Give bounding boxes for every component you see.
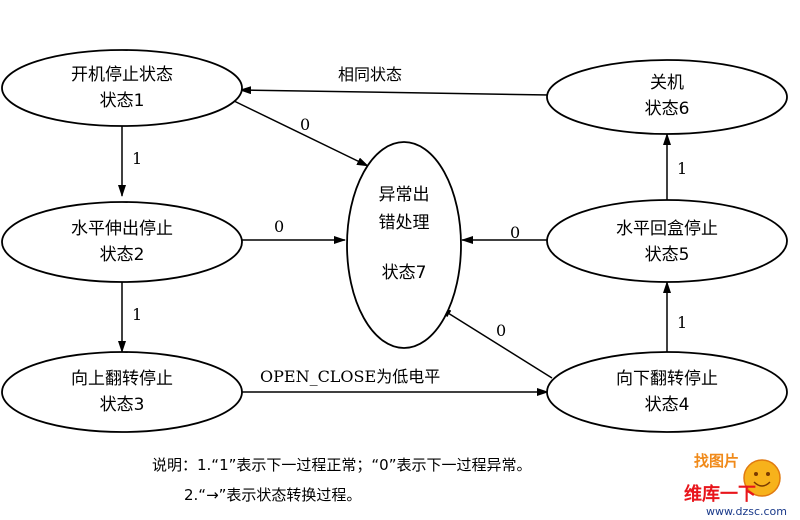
state-node-2-line-1: 水平伸出停止 [71, 219, 173, 239]
watermark-face-icon [743, 459, 781, 497]
state-node-2-line-2: 状态2 [100, 245, 145, 265]
edge-label-s5-s7: 0 [510, 223, 520, 242]
state-node-6-line-2: 状态6 [645, 99, 690, 119]
edge-label-s1-s7: 0 [300, 115, 310, 134]
state-node-4-line-2: 状态4 [645, 395, 690, 415]
edge-label-s2-s7: 0 [274, 217, 284, 236]
state-node-4: 向下翻转停止 状态4 [546, 351, 788, 433]
edge-label-s5-s6: 1 [677, 159, 687, 178]
note-line-1: 说明：1.“1”表示下一过程正常；“0”表示下一过程异常。 [152, 456, 532, 474]
state-node-2: 水平伸出停止 状态2 [1, 201, 243, 283]
watermark-logo-text: 找图片 [694, 452, 739, 470]
edge-label-s6-s1: 相同状态 [338, 65, 402, 84]
watermark-brand: 维库一下 [684, 483, 756, 505]
watermark: 找图片 维库一下 www.dzsc.com [684, 452, 787, 518]
state-node-3-line-1: 向上翻转停止 [71, 369, 173, 389]
state-node-5-line-2: 状态5 [645, 245, 690, 265]
edge-label-s4-s5: 1 [677, 313, 687, 332]
edge-group: 1 1 OPEN_CLOSE为低电平 1 1 相同状态 0 0 0 0 [118, 65, 687, 396]
state-node-6: 关机 状态6 [546, 59, 788, 135]
state-node-3-line-2: 状态3 [100, 395, 145, 415]
state-node-5: 水平回盒停止 状态5 [546, 199, 788, 283]
edge-s1-s7 [231, 99, 369, 167]
note-line-2: 2.“→”表示状态转换过程。 [184, 486, 361, 504]
state-node-7-line-4: 状态7 [382, 263, 427, 283]
watermark-face-smile [753, 481, 771, 487]
state-node-4-line-1: 向下翻转停止 [616, 369, 718, 389]
watermark-face-eye-right [766, 472, 770, 476]
edge-s4-s7 [439, 307, 553, 379]
node-group: 开机停止状态 状态1 水平伸出停止 状态2 向上翻转停止 状态3 向下翻转停止 … [1, 49, 788, 433]
state-node-5-line-1: 水平回盒停止 [616, 219, 718, 239]
state-node-7-line-1: 异常出 [379, 185, 430, 205]
edge-label-s3-s4: OPEN_CLOSE为低电平 [260, 367, 440, 386]
edge-label-s2-s3: 1 [132, 305, 142, 324]
state-node-7-line-2: 错处理 [379, 213, 430, 233]
legend-notes: 说明：1.“1”表示下一过程正常；“0”表示下一过程异常。 2.“→”表示状态转… [152, 456, 532, 504]
state-node-1-line-2: 状态1 [100, 91, 145, 111]
state-node-3: 向上翻转停止 状态3 [1, 351, 243, 433]
edge-label-s4-s7: 0 [496, 321, 506, 340]
state-node-1-line-1: 开机停止状态 [71, 65, 173, 85]
edge-label-s1-s2: 1 [132, 149, 142, 168]
watermark-face-eye-left [754, 472, 758, 476]
edge-s6-s1 [239, 86, 551, 96]
state-node-1: 开机停止状态 状态1 [1, 49, 243, 127]
state-node-7: 异常出 错处理 状态7 [346, 141, 462, 349]
watermark-url: www.dzsc.com [706, 505, 787, 518]
state-node-6-line-1: 关机 [650, 73, 684, 93]
